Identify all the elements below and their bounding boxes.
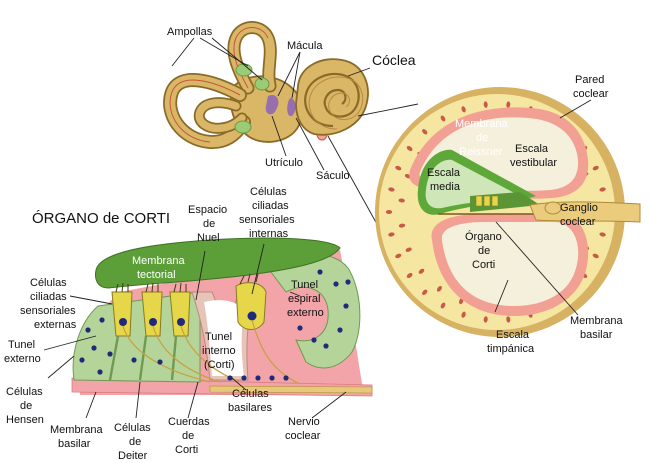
inner-tunnel: [204, 300, 244, 376]
label-ciliadas-externas: Células ciliadas sensoriales externas: [20, 277, 79, 331]
cell-nucleus: [79, 357, 85, 363]
bone-hole: [405, 247, 412, 252]
lead-timpanica: [494, 279, 509, 313]
bone-hole: [506, 316, 511, 323]
zoom-line-bottom: [327, 135, 379, 227]
bone-hole: [385, 210, 393, 214]
bone-hole: [398, 198, 405, 203]
label-membrana-tectorial: Membrana tectorial: [132, 255, 188, 281]
bone-hole: [440, 115, 446, 122]
cell-nucleus: [297, 325, 303, 331]
label-saculo: Sáculo: [316, 170, 350, 182]
lead-pared: [559, 99, 592, 119]
label-utriculo: Utrículo: [265, 157, 303, 169]
label-escala-timpanica: Escala timpánica: [487, 329, 535, 355]
cochlear-nerve-band: [209, 385, 373, 394]
inner-hair-cell: [235, 273, 267, 330]
corti-leader-lines: [43, 243, 347, 419]
bone-hole: [461, 311, 466, 318]
bone-hole: [422, 289, 428, 296]
cell-nucleus: [255, 375, 261, 381]
label-organo-de-corti: Órgano de Corti: [465, 230, 505, 271]
outer-hair-cells: [111, 291, 191, 337]
cell-nucleus: [283, 375, 289, 381]
lead-basilar-right: [495, 221, 579, 316]
bone-hole: [592, 253, 599, 259]
label-escala-vestibular: Escala vestibular: [510, 143, 557, 169]
cochlear-cross-section: [375, 87, 641, 337]
cell-nucleus: [311, 337, 317, 343]
cell-nucleus: [241, 375, 247, 381]
bone-hole: [406, 273, 413, 278]
bone-hole: [418, 268, 425, 274]
cell-nucleus: [337, 327, 343, 333]
cell-nucleus: [85, 327, 91, 333]
label-espacio-nuel: Espacio de Nuel: [188, 204, 230, 244]
bone-hole: [406, 146, 413, 151]
cochlea-snail: [295, 58, 369, 136]
bone-hole: [592, 165, 599, 171]
cell-nucleus: [107, 351, 113, 357]
label-organo-title: ÓRGANO de CORTI: [32, 210, 170, 227]
label-ganglio-coclear: Ganglio coclear: [560, 202, 601, 228]
bone-hole: [461, 106, 466, 113]
label-membrana-basilar-left: Membrana basilar: [50, 424, 106, 450]
macula-utricle: [265, 94, 279, 115]
label-celulas-basilares: Células basilares: [228, 388, 273, 414]
label-ampollas: Ampollas: [167, 26, 213, 38]
label-cuerdas-corti: Cuerdas de Corti: [168, 416, 213, 456]
label-tunel-externo: Tunel externo: [4, 339, 41, 365]
bone-hole: [599, 232, 606, 237]
label-escala-media: Escala media: [427, 167, 463, 193]
cell-nucleus: [99, 317, 105, 323]
label-pared-coclear: Pared coclear: [573, 74, 609, 100]
label-coclea: Cóclea: [372, 52, 416, 68]
bone-hole: [483, 316, 488, 323]
bone-hole: [395, 253, 402, 259]
label-membrana-reissner: Membrana de Reissner: [455, 118, 511, 158]
organ-of-corti: [71, 237, 373, 397]
cell-nucleus: [317, 269, 323, 275]
zoom-line-top: [357, 103, 419, 117]
label-nervio-coclear: Nervio coclear: [285, 416, 323, 442]
macula-saccule: [287, 98, 296, 117]
bone-hole: [398, 223, 406, 228]
label-tunel-interno: Tunel interno (Corti): [202, 331, 239, 371]
bone-hole: [483, 101, 488, 108]
cell-nucleus: [333, 281, 339, 287]
cell-nucleus: [343, 303, 349, 309]
bone-hole: [440, 302, 446, 309]
bone-hole: [388, 187, 395, 192]
cell-nucleus: [269, 375, 275, 381]
tectorial-membrane: [95, 237, 341, 289]
label-deiter: Células de Deiter: [114, 422, 154, 462]
bone-hole: [599, 187, 606, 192]
cell-nucleus: [323, 343, 329, 349]
cell-nucleus: [345, 279, 351, 285]
inner-ear-leader-lines: [171, 37, 371, 171]
inner-ear-illustration: [163, 21, 369, 150]
cell-nuclei: [79, 269, 351, 381]
cell-nucleus: [97, 369, 103, 375]
cell-nucleus: [131, 357, 137, 363]
label-membrana-basilar-right: Membrana basilar: [570, 315, 626, 341]
label-tunel-espiral: Tunel espiral externo: [287, 279, 324, 319]
ampulla-2: [254, 77, 270, 91]
cell-nucleus: [157, 359, 163, 365]
bone-hole: [436, 285, 442, 292]
cell-nucleus: [227, 375, 233, 381]
bone-hole: [422, 128, 428, 135]
cell-nucleus: [91, 345, 97, 351]
bone-hole: [395, 165, 402, 171]
ampulla-3: [234, 120, 252, 134]
label-macula: Mácula: [287, 40, 323, 52]
label-hensen: Células de Hensen: [6, 386, 46, 426]
label-ciliadas-internas: Células ciliadas sensoriales internas: [239, 186, 298, 240]
bone-hole: [388, 232, 395, 237]
bone-hole: [506, 101, 511, 108]
